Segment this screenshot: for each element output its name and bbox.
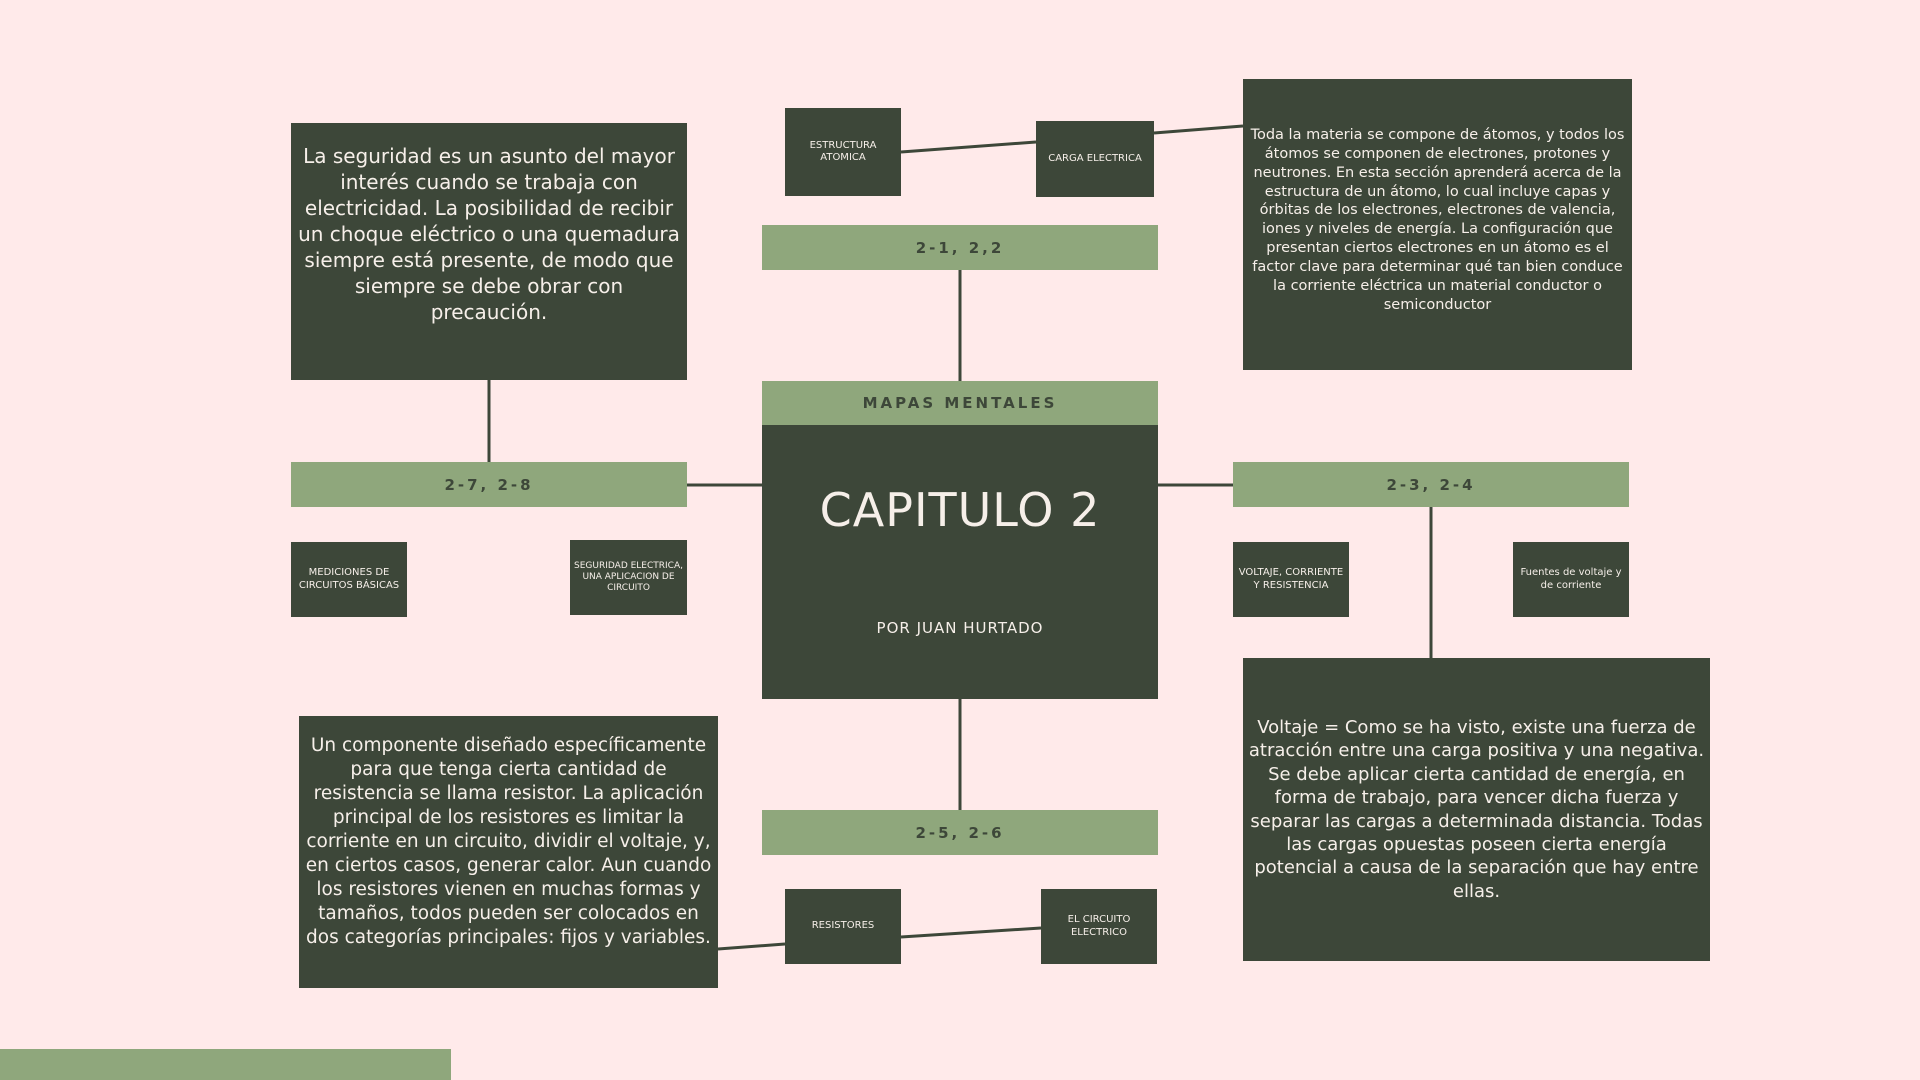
node-carga-electrica: CARGA ELECTRICA xyxy=(1036,121,1154,197)
node-circuito-electrico: EL CIRCUITO ELECTRICO xyxy=(1041,889,1157,964)
connector-estructura-carga xyxy=(900,140,1037,154)
band-right: 2-3, 2-4 xyxy=(1233,462,1629,507)
node-voltaje-corriente: VOLTAJE, CORRIENTE Y RESISTENCIA xyxy=(1233,542,1349,617)
decorative-bottom-bar xyxy=(0,1049,451,1080)
page-title: CAPITULO 2 xyxy=(819,483,1101,537)
center-header: MAPAS MENTALES xyxy=(762,381,1158,425)
node-seguridad-electrica: SEGURIDAD ELECTRICA, UNA APLICACION DE C… xyxy=(570,540,687,615)
text-voltaje: Voltaje = Como se ha visto, existe una f… xyxy=(1243,658,1710,961)
node-mediciones: MEDICIONES DE CIRCUITOS BÁSICAS xyxy=(291,542,407,617)
node-resistores: RESISTORES xyxy=(785,889,901,964)
text-materia: Toda la materia se compone de átomos, y … xyxy=(1243,79,1632,370)
connector-carga-text xyxy=(1153,124,1244,135)
connector-text-resistores xyxy=(717,942,786,951)
center-box: CAPITULO 2 POR JUAN HURTADO xyxy=(762,425,1158,699)
text-seguridad: La seguridad es un asunto del mayor inte… xyxy=(291,123,687,380)
text-resistor: Un componente diseñado específicamente p… xyxy=(299,716,718,988)
node-fuentes: Fuentes de voltaje y de corriente xyxy=(1513,542,1629,617)
band-bottom: 2-5, 2-6 xyxy=(762,810,1158,855)
band-left: 2-7, 2-8 xyxy=(291,462,687,507)
node-estructura-atomica: ESTRUCTURA ATOMICA xyxy=(785,108,901,196)
connector-resistores-circuito xyxy=(900,926,1042,939)
author-subtitle: POR JUAN HURTADO xyxy=(876,619,1044,637)
band-top: 2-1, 2,2 xyxy=(762,225,1158,270)
